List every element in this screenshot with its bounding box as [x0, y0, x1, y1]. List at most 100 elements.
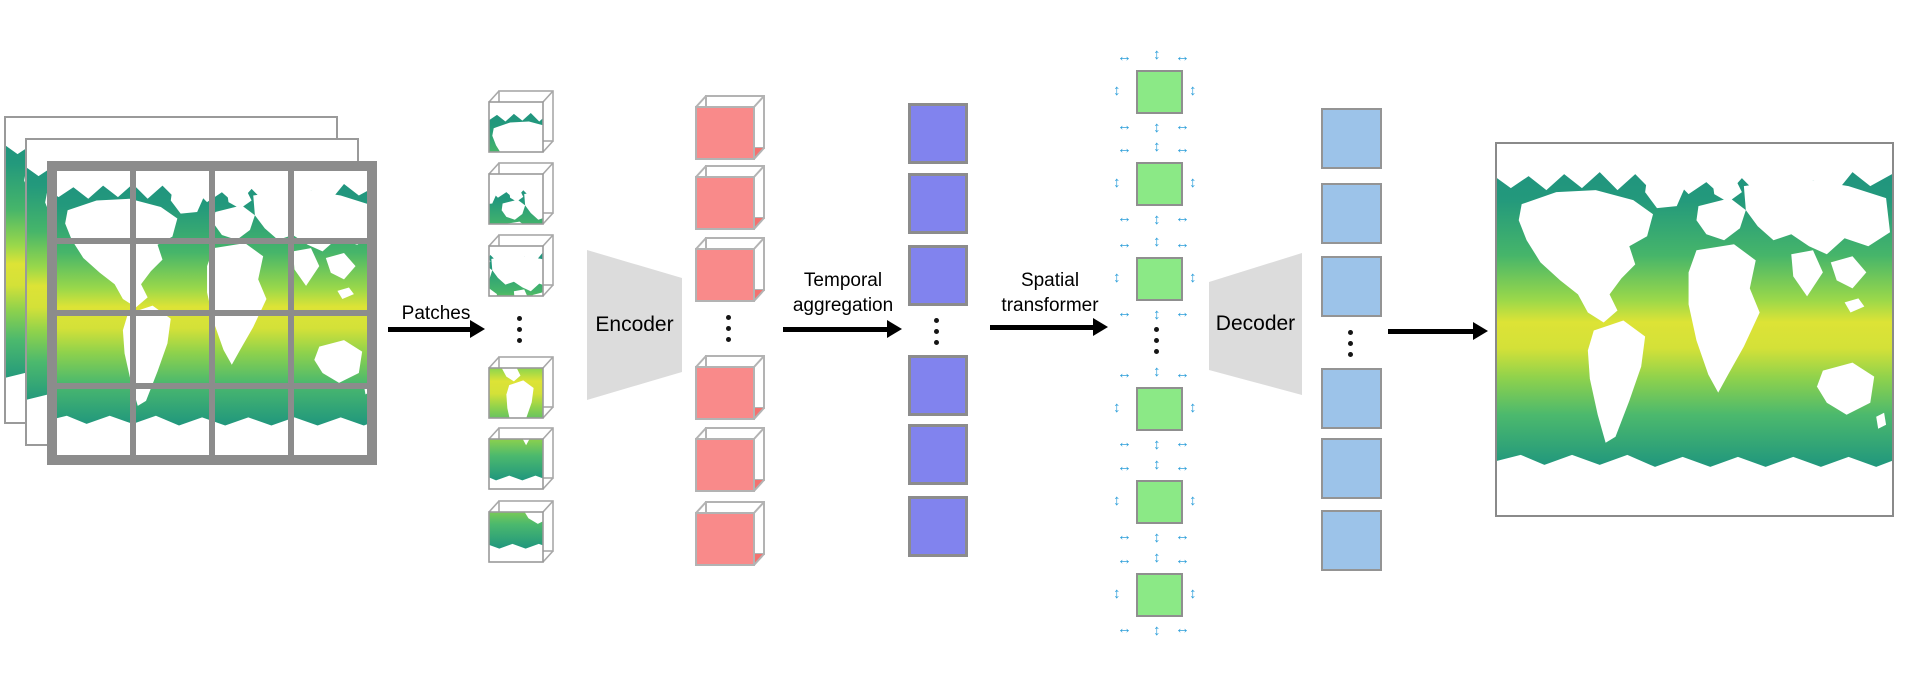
attention-token: ↔ ↕ ↔ ↕ ↕ ↔ ↕ ↔ — [1112, 456, 1206, 550]
decoded-token — [1321, 183, 1382, 244]
encoder-label: Encoder — [595, 313, 674, 336]
encoded-token — [695, 95, 765, 160]
aggregated-token — [908, 424, 968, 485]
attention-arrow-vertical-icon: ↕ — [1189, 585, 1197, 602]
attention-arrow-horizontal-icon: ↔ — [1117, 48, 1132, 65]
patch-token — [488, 90, 554, 153]
attention-arrow-vertical-icon: ↕ — [1189, 399, 1197, 416]
attention-arrow-vertical-icon: ↕ — [1113, 269, 1121, 286]
encoded-token — [695, 237, 765, 302]
attention-arrow-horizontal-icon: ↔ — [1117, 620, 1132, 637]
attention-arrow-vertical-icon: ↕ — [1153, 549, 1161, 566]
decoded-token — [1321, 256, 1382, 317]
attention-arrow-vertical-icon: ↕ — [1113, 585, 1121, 602]
attention-arrow-horizontal-icon: ↔ — [1175, 209, 1190, 226]
input-frame-front — [47, 161, 377, 465]
decoder-label: Decoder — [1215, 312, 1296, 335]
aggregated-token — [908, 355, 968, 416]
attention-token-square — [1136, 70, 1183, 114]
attention-arrow-horizontal-icon: ↔ — [1175, 140, 1190, 157]
encoder-block: Encoder — [587, 250, 682, 400]
aggregated-token — [908, 496, 968, 557]
attention-arrow-vertical-icon: ↕ — [1153, 529, 1161, 546]
attention-arrow-horizontal-icon: ↔ — [1175, 365, 1190, 382]
attention-arrow-horizontal-icon: ↔ — [1117, 551, 1132, 568]
attention-arrow-vertical-icon: ↕ — [1189, 82, 1197, 99]
attention-arrow-horizontal-icon: ↔ — [1117, 209, 1132, 226]
attention-arrow-horizontal-icon: ↔ — [1175, 458, 1190, 475]
attention-arrow-vertical-icon: ↕ — [1153, 46, 1161, 63]
vertical-ellipsis-icon — [1154, 327, 1159, 354]
attention-arrow-horizontal-icon: ↔ — [1117, 365, 1132, 382]
vertical-ellipsis-icon — [1348, 330, 1353, 357]
attention-arrow-horizontal-icon: ↔ — [1175, 235, 1190, 252]
attention-token: ↔ ↕ ↔ ↕ ↕ ↔ ↕ ↔ — [1112, 233, 1206, 327]
attention-arrow-vertical-icon: ↕ — [1153, 622, 1161, 639]
attention-arrow-vertical-icon: ↕ — [1153, 436, 1161, 453]
encoded-token — [695, 355, 765, 420]
attention-arrow-horizontal-icon: ↔ — [1175, 620, 1190, 637]
attention-arrow-vertical-icon: ↕ — [1113, 82, 1121, 99]
spatial-transformer-arrow — [990, 318, 1108, 336]
patch-token — [488, 162, 554, 225]
attention-token-square — [1136, 480, 1183, 524]
output-map — [1495, 142, 1894, 517]
attention-arrow-horizontal-icon: ↔ — [1117, 434, 1132, 451]
attention-arrow-vertical-icon: ↕ — [1153, 363, 1161, 380]
attention-arrow-vertical-icon: ↕ — [1153, 306, 1161, 323]
attention-arrow-horizontal-icon: ↔ — [1117, 117, 1132, 134]
output-arrow — [1388, 322, 1488, 340]
decoded-token — [1321, 510, 1382, 571]
attention-arrow-vertical-icon: ↕ — [1189, 269, 1197, 286]
patch-token — [488, 427, 554, 490]
encoded-token — [695, 501, 765, 566]
aggregated-token — [908, 103, 968, 164]
attention-arrow-vertical-icon: ↕ — [1113, 492, 1121, 509]
attention-arrow-horizontal-icon: ↔ — [1175, 117, 1190, 134]
attention-token-square — [1136, 573, 1183, 617]
attention-arrow-horizontal-icon: ↔ — [1117, 304, 1132, 321]
patch-token — [488, 234, 554, 297]
patches-label: Patches — [401, 303, 471, 324]
aggregated-token — [908, 173, 968, 234]
temporal-aggregation-label: Temporal aggregation — [792, 270, 894, 316]
attention-arrow-horizontal-icon: ↔ — [1175, 434, 1190, 451]
vertical-ellipsis-icon — [726, 315, 731, 342]
patch-token — [488, 500, 554, 563]
attention-arrow-horizontal-icon: ↔ — [1117, 140, 1132, 157]
encoded-token — [695, 165, 765, 230]
attention-token-square — [1136, 387, 1183, 431]
attention-arrow-horizontal-icon: ↔ — [1117, 458, 1132, 475]
patches-arrow — [388, 320, 485, 338]
encoded-token — [695, 427, 765, 492]
attention-arrow-vertical-icon: ↕ — [1153, 233, 1161, 250]
attention-token-square — [1136, 162, 1183, 206]
aggregated-token — [908, 245, 968, 306]
vertical-ellipsis-icon — [934, 318, 939, 345]
decoded-token — [1321, 108, 1382, 169]
patch-token — [488, 356, 554, 419]
patch-grid-overlay — [47, 161, 377, 465]
attention-arrow-vertical-icon: ↕ — [1153, 211, 1161, 228]
attention-arrow-horizontal-icon: ↔ — [1175, 48, 1190, 65]
attention-arrow-vertical-icon: ↕ — [1153, 138, 1161, 155]
attention-arrow-vertical-icon: ↕ — [1189, 174, 1197, 191]
attention-arrow-horizontal-icon: ↔ — [1175, 304, 1190, 321]
attention-arrow-vertical-icon: ↕ — [1113, 399, 1121, 416]
attention-token: ↔ ↕ ↔ ↕ ↕ ↔ ↕ ↔ — [1112, 138, 1206, 232]
attention-arrow-horizontal-icon: ↔ — [1117, 235, 1132, 252]
attention-token: ↔ ↕ ↔ ↕ ↕ ↔ ↕ ↔ — [1112, 549, 1206, 643]
temporal-aggregation-arrow — [783, 320, 902, 338]
attention-token: ↔ ↕ ↔ ↕ ↕ ↔ ↕ ↔ — [1112, 46, 1206, 140]
attention-arrow-horizontal-icon: ↔ — [1175, 527, 1190, 544]
vertical-ellipsis-icon — [517, 316, 522, 343]
attention-arrow-vertical-icon: ↕ — [1153, 119, 1161, 136]
decoded-token — [1321, 368, 1382, 429]
decoded-token — [1321, 438, 1382, 499]
attention-arrow-vertical-icon: ↕ — [1189, 492, 1197, 509]
attention-arrow-horizontal-icon: ↔ — [1175, 551, 1190, 568]
attention-arrow-horizontal-icon: ↔ — [1117, 527, 1132, 544]
attention-arrow-vertical-icon: ↕ — [1153, 456, 1161, 473]
spatial-transformer-label: Spatial transformer — [1001, 270, 1099, 316]
